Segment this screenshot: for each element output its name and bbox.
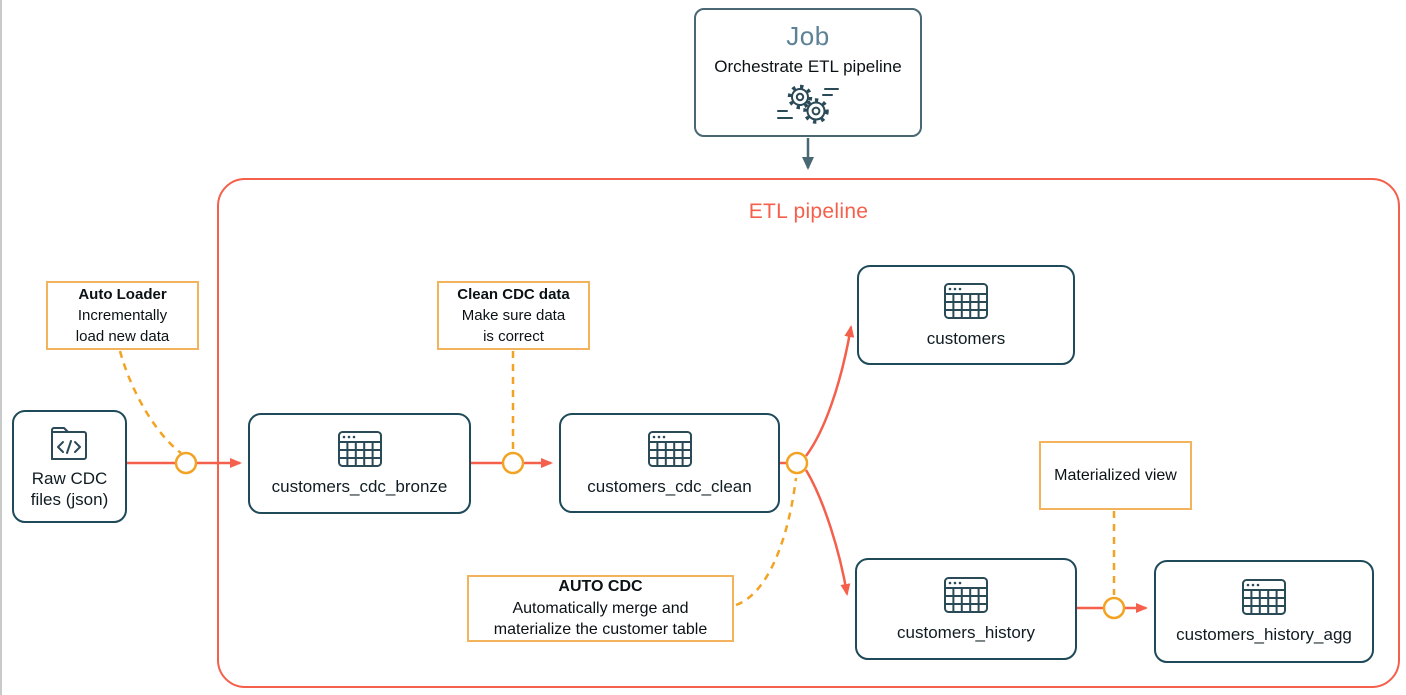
annotation-line: materialize the customer table: [493, 621, 708, 639]
node-raw-cdc-files: Raw CDC files (json): [12, 410, 127, 523]
annotation-line: Make sure data: [461, 307, 566, 324]
code-folder-icon: [47, 424, 93, 462]
table-icon: [337, 430, 383, 468]
annotation-title: Auto Loader: [78, 286, 167, 303]
etl-pipeline-label: ETL pipeline: [748, 200, 869, 223]
job-subtitle: Orchestrate ETL pipeline: [714, 57, 902, 76]
annotation-line: Automatically merge and: [512, 599, 689, 617]
annotation-line: is correct: [483, 328, 544, 345]
node-label: customers_history_agg: [1176, 625, 1352, 644]
annotation-clean-cdc-data: Clean CDC data Make sure data is correct: [437, 281, 590, 350]
callout-link-auto-loader: [118, 350, 182, 455]
job-title: Job: [786, 21, 830, 51]
table-icon: [943, 576, 989, 614]
node-label: customers: [926, 328, 1006, 348]
node-label: customers_cdc_bronze: [271, 477, 448, 496]
annotation-line: load new data: [75, 328, 170, 345]
gears-icon: [776, 82, 840, 126]
annotation-auto-loader: Auto Loader Incrementally load new data: [46, 281, 199, 350]
annotation-title: AUTO CDC: [558, 578, 643, 596]
job-box: Job Orchestrate ETL pipeline: [694, 8, 922, 137]
node-customers-cdc-bronze: customers_cdc_bronze: [248, 413, 471, 514]
source-label-line2: files (json): [30, 489, 109, 509]
node-customers-cdc-clean: customers_cdc_clean: [559, 413, 780, 513]
node-label: customers_history: [897, 622, 1035, 642]
node-customers-history-agg: customers_history_agg: [1154, 560, 1374, 663]
etl-pipeline-container: [217, 178, 1400, 688]
annotation-title: Clean CDC data: [457, 286, 570, 303]
table-icon: [943, 282, 989, 320]
table-icon: [1241, 578, 1287, 616]
node-customers: customers: [857, 265, 1075, 365]
annotation-line: Materialized view: [1054, 467, 1177, 484]
source-label-line1: Raw CDC: [31, 468, 108, 488]
node-label: customers_cdc_clean: [587, 476, 752, 496]
annotation-line: Incrementally: [77, 307, 168, 324]
annotation-auto-cdc: AUTO CDC Automatically merge and materia…: [467, 575, 734, 642]
joint-auto-loader: [174, 451, 198, 475]
annotation-materialized-view: Materialized view: [1039, 441, 1192, 510]
node-label: Raw CDC files (json): [31, 468, 108, 510]
table-icon: [647, 430, 693, 468]
node-customers-history: customers_history: [855, 558, 1077, 660]
